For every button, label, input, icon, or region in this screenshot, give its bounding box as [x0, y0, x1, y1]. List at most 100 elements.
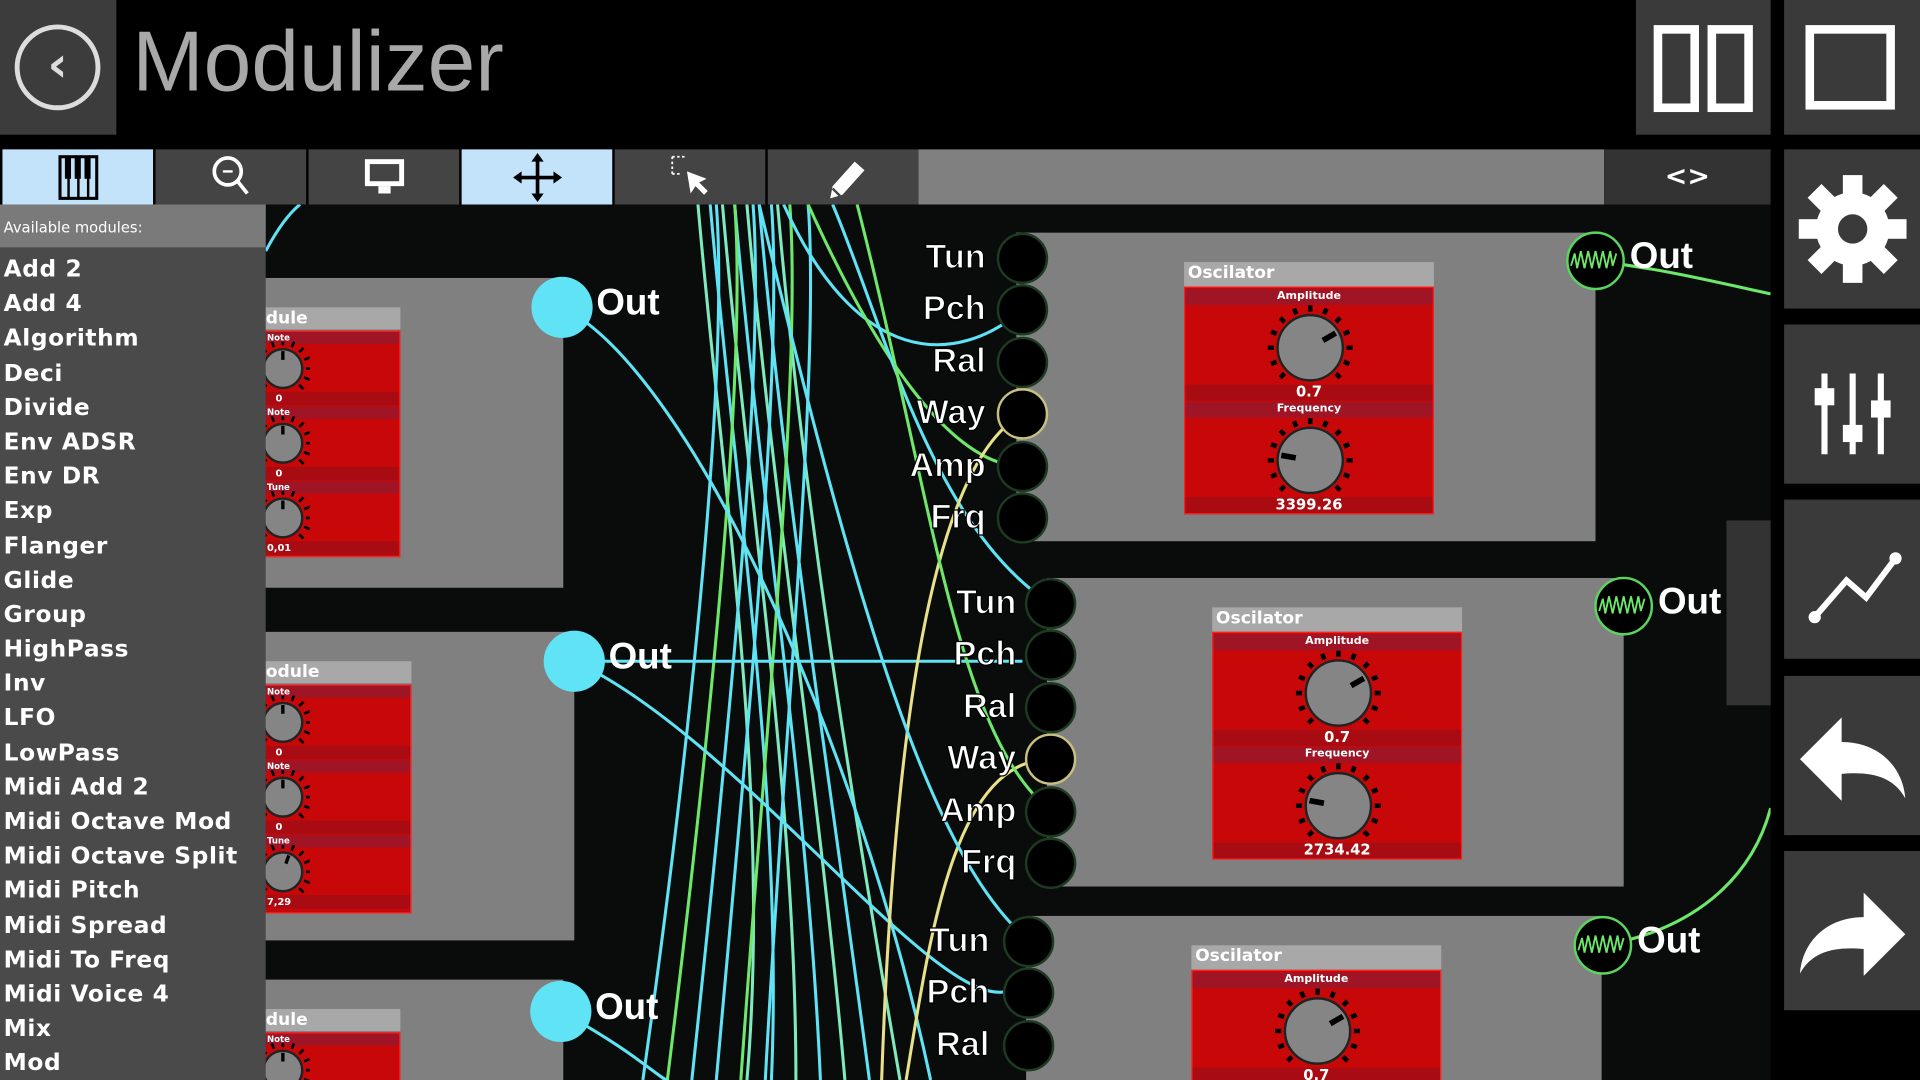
- module-list-item[interactable]: Inv: [3, 670, 46, 698]
- input-port-way[interactable]: [1024, 733, 1077, 786]
- module-list-item[interactable]: LFO: [3, 704, 57, 732]
- input-port-tun[interactable]: [1002, 915, 1055, 968]
- tool-pencil-button[interactable]: [767, 149, 919, 205]
- knob-wrap[interactable]: [253, 693, 313, 755]
- patch-cable[interactable]: [561, 305, 933, 1080]
- input-port-ral[interactable]: [996, 336, 1049, 388]
- input-port-frq[interactable]: [996, 492, 1049, 544]
- knob-wrap[interactable]: [1293, 760, 1384, 856]
- module-list-item[interactable]: Env DR: [3, 463, 101, 490]
- input-port-way[interactable]: [996, 388, 1049, 440]
- module-list-item[interactable]: Group: [3, 601, 87, 629]
- canvas-scroll-handle[interactable]: [1726, 520, 1771, 706]
- knob[interactable]: [1293, 760, 1384, 851]
- patch-cable[interactable]: [696, 204, 756, 1080]
- patch-cable[interactable]: [763, 204, 813, 1080]
- knob-wrap[interactable]: [253, 488, 313, 550]
- output-port[interactable]: [543, 630, 605, 692]
- pause-button[interactable]: [1635, 0, 1771, 135]
- knob-wrap[interactable]: [1265, 415, 1356, 511]
- patch-cable[interactable]: [745, 204, 847, 1080]
- module-list-item[interactable]: Midi Octave Split: [3, 842, 238, 870]
- module-list-item[interactable]: Glide: [3, 566, 75, 594]
- patch-cable[interactable]: [265, 204, 301, 252]
- gear-button[interactable]: [1784, 149, 1920, 309]
- module-list-item[interactable]: Flanger: [3, 532, 109, 559]
- knob[interactable]: [1265, 302, 1356, 393]
- output-port[interactable]: [1566, 231, 1625, 291]
- output-port[interactable]: [1594, 576, 1654, 636]
- knob[interactable]: [253, 488, 313, 545]
- input-port-amp[interactable]: [1024, 785, 1077, 838]
- tool-fit-screen-button[interactable]: [308, 149, 460, 205]
- patch-cable[interactable]: [733, 204, 822, 1080]
- module-list-item[interactable]: Exp: [3, 497, 54, 525]
- tool-move-arrows-button[interactable]: [461, 149, 613, 205]
- patch-cable[interactable]: [690, 204, 757, 1080]
- module-list-item[interactable]: Mod: [3, 1049, 62, 1077]
- module-list-item[interactable]: LowPass: [3, 739, 121, 767]
- input-port-frq[interactable]: [1024, 837, 1077, 889]
- patch-cable[interactable]: [855, 204, 1052, 812]
- knob[interactable]: [1293, 648, 1384, 739]
- knob-wrap[interactable]: [1272, 986, 1363, 1080]
- input-port-pch[interactable]: [1002, 967, 1055, 1020]
- tool-select-cursor-button[interactable]: [614, 149, 766, 205]
- patch-cable[interactable]: [880, 412, 1024, 1080]
- module-list-item[interactable]: Mix: [3, 1015, 52, 1043]
- patch-cable[interactable]: [573, 659, 1005, 994]
- input-port-ral[interactable]: [1024, 681, 1077, 734]
- module-list-item[interactable]: Algorithm: [3, 324, 140, 352]
- input-port-pch[interactable]: [1024, 629, 1077, 682]
- module-list-item[interactable]: Midi To Freq: [3, 946, 171, 974]
- patch-cable[interactable]: [641, 204, 721, 1080]
- knob[interactable]: [1272, 986, 1363, 1077]
- patch-cable[interactable]: [720, 204, 798, 1080]
- patch-cable[interactable]: [739, 204, 794, 1080]
- module-list-item[interactable]: Add 2: [3, 255, 83, 283]
- patch-cable[interactable]: [1602, 807, 1771, 947]
- input-port-pch[interactable]: [996, 284, 1049, 336]
- sliders-button[interactable]: [1784, 324, 1920, 484]
- module-list-item[interactable]: Deci: [3, 359, 63, 387]
- input-port-amp[interactable]: [996, 440, 1049, 492]
- knob[interactable]: [253, 693, 313, 750]
- redo-button[interactable]: [1784, 851, 1920, 1011]
- module-list-item[interactable]: Midi Voice 4: [3, 980, 170, 1008]
- input-port-tun[interactable]: [996, 232, 1049, 285]
- knob-wrap[interactable]: [1293, 648, 1384, 744]
- knob-wrap[interactable]: [1265, 302, 1356, 398]
- output-port[interactable]: [531, 276, 593, 338]
- tool-piano-keys-button[interactable]: [2, 149, 154, 205]
- back-button[interactable]: ‹: [0, 0, 117, 135]
- module-list-item[interactable]: Divide: [3, 393, 91, 421]
- patch-cable[interactable]: [782, 204, 1024, 347]
- module-list-item[interactable]: HighPass: [3, 635, 130, 663]
- knob[interactable]: [1265, 415, 1356, 506]
- module-list-item[interactable]: Midi Octave Mod: [3, 808, 232, 836]
- output-port[interactable]: [1573, 915, 1633, 975]
- patch-cable[interactable]: [665, 204, 739, 1080]
- patch-cable[interactable]: [806, 204, 1023, 469]
- patch-cable[interactable]: [831, 204, 1052, 605]
- patch-cable[interactable]: [757, 204, 871, 1080]
- module-list-item[interactable]: Midi Add 2: [3, 773, 150, 801]
- output-port[interactable]: [530, 980, 592, 1043]
- undo-button[interactable]: [1784, 675, 1920, 836]
- module-list-item[interactable]: Midi Pitch: [3, 877, 141, 905]
- input-port-tun[interactable]: [1024, 577, 1077, 630]
- toggle-panel-button[interactable]: <>: [1604, 149, 1771, 205]
- module-list-item[interactable]: Add 4: [3, 290, 83, 318]
- module-list-item[interactable]: Env ADSR: [3, 428, 137, 456]
- tool-zoom-out-button[interactable]: [155, 149, 307, 205]
